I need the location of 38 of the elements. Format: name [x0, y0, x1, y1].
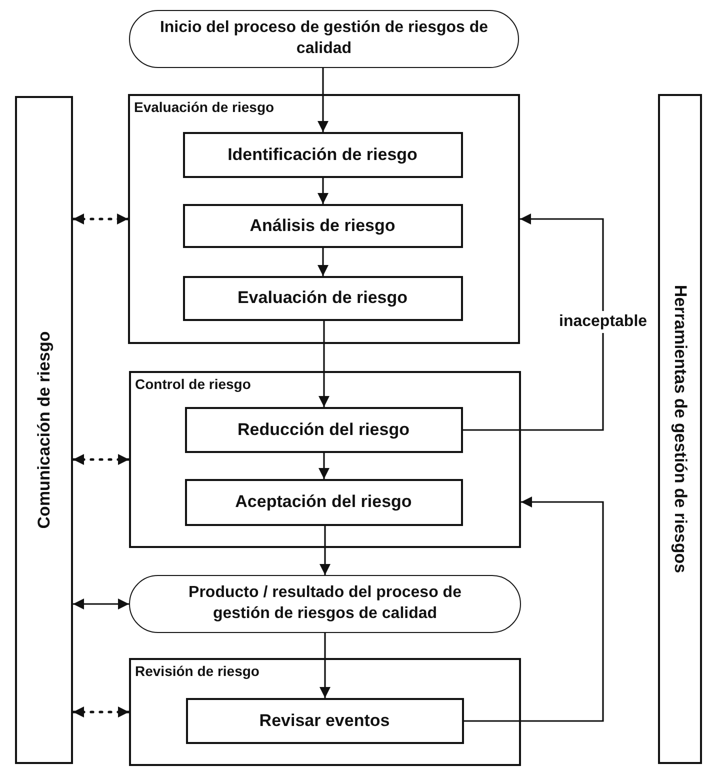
process-box [182, 132, 462, 178]
panel-label: Herramientas de gestión de riesgos [670, 284, 690, 574]
process-box [184, 406, 462, 452]
arrow [318, 178, 328, 204]
process-label: Aceptación del riesgo [235, 492, 412, 512]
process-label: Identificación de riesgo [228, 144, 418, 164]
process-label: Reducción del riesgo [238, 420, 410, 440]
panel-label: Comunicación de riesgo [34, 331, 54, 529]
process-box [182, 204, 462, 248]
arrow [318, 321, 330, 407]
process-label: Revisar eventos [259, 710, 390, 730]
arrow [73, 598, 129, 610]
arrow [463, 214, 604, 431]
arrow [320, 526, 330, 575]
process-label: Evaluación de riesgo [237, 288, 408, 308]
process-box [184, 478, 462, 526]
arrow [318, 453, 330, 479]
arrow [320, 633, 330, 698]
dotted-arrow [72, 214, 130, 224]
group-frame [128, 94, 520, 344]
terminal-text: Producto / resultado del proceso de gestión de riesgos de calidad [188, 583, 462, 624]
group-title: Revisión de riesgo [135, 663, 260, 679]
arrow [464, 496, 604, 722]
dotted-arrow [72, 706, 130, 718]
terminal-text: Inicio del proceso de gestión de riesgos de calidad [159, 18, 489, 59]
process-label: Análisis de riesgo [250, 216, 396, 236]
side-panel [15, 96, 73, 764]
group-frame [129, 658, 521, 766]
group-frame [129, 371, 521, 548]
group-title: Control de riesgo [135, 376, 251, 392]
dotted-arrow [72, 454, 130, 465]
arrow [318, 68, 328, 132]
side-panel [658, 94, 702, 764]
process-box [182, 276, 462, 320]
group-title: Evaluación de riesgo [134, 99, 274, 115]
process-box [186, 698, 464, 744]
arrow [318, 248, 328, 276]
edge-label: inaceptable [558, 311, 648, 333]
